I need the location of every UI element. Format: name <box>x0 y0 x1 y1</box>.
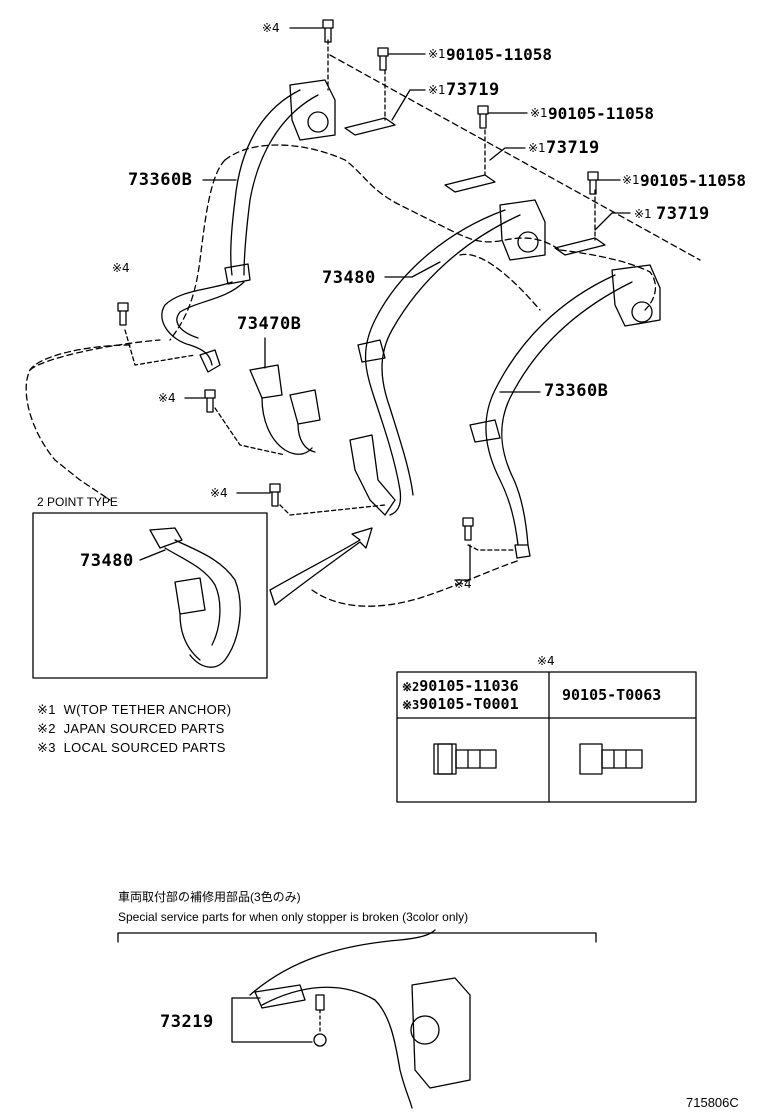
legend-item: ※1 W(TOP TETHER ANCHOR) <box>37 702 232 717</box>
callout-mark: ※4 <box>454 577 472 591</box>
table-cell: ※390105-T0001 <box>402 695 519 713</box>
part-number: 90105-11058 <box>640 171 746 190</box>
callout-mark: ※1 <box>528 141 546 155</box>
bolt <box>322 19 334 43</box>
direction-arrow <box>269 527 373 606</box>
belt-right <box>501 281 633 546</box>
buckle-assy <box>249 364 283 399</box>
service-bracket <box>117 932 597 943</box>
callout-mark: ※1 <box>530 106 548 120</box>
belt-right <box>485 274 616 546</box>
tether-anchor <box>554 237 606 256</box>
bolt <box>269 483 281 507</box>
part-number: 73719 <box>656 204 710 224</box>
bolt <box>117 302 129 326</box>
service-belt <box>261 986 413 1109</box>
tether-anchor <box>344 117 396 136</box>
belt-left-guide <box>224 263 251 285</box>
tether-anchor <box>444 174 496 193</box>
part-number: 73719 <box>446 80 500 100</box>
callout-mark: ※1 <box>622 173 640 187</box>
belt-right-anchor <box>514 544 531 559</box>
service-belt <box>249 929 436 996</box>
belt-left-anchor <box>199 349 221 373</box>
belt-left <box>161 281 233 366</box>
legend-item: ※2 JAPAN SOURCED PARTS <box>37 721 225 736</box>
part-number: 73719 <box>546 138 600 158</box>
callout-mark: ※4 <box>158 391 176 405</box>
callout-mark: ※1 <box>428 83 446 97</box>
belt-left <box>176 281 245 339</box>
belt-right-guide <box>469 419 501 443</box>
service-title-jp: 車両取付部の補修用部品(3色のみ) <box>118 890 301 904</box>
bolt <box>377 47 389 71</box>
retractor-right <box>611 264 661 327</box>
retractor-center <box>499 199 546 261</box>
table-cell: 90105-T0063 <box>562 686 662 704</box>
part-number: 90105-11058 <box>446 45 552 64</box>
center-buckle <box>349 434 396 516</box>
two-point-box <box>32 512 268 679</box>
callout-mark: ※4 <box>210 486 228 500</box>
part-number-belt-right: 73360B <box>544 381 609 401</box>
service-retractor <box>411 977 471 1089</box>
seat-outline <box>559 249 657 311</box>
seat-outline <box>29 339 161 371</box>
callout-mark: ※1 <box>634 207 652 221</box>
bolt-drawing-1 <box>433 743 497 775</box>
belt-center <box>364 209 506 516</box>
belt-center <box>381 214 521 496</box>
table-cell: ※290105-11036 <box>402 677 519 695</box>
belt-left <box>243 94 319 276</box>
legend-item: ※3 LOCAL SOURCED PARTS <box>37 740 226 755</box>
buckle-assy <box>297 423 316 453</box>
seat-outline <box>311 559 521 607</box>
callout-mark: ※1 <box>428 47 446 61</box>
part-number-belt-center: 73480 <box>322 268 376 288</box>
part-number: 90105-11058 <box>548 104 654 123</box>
bolt <box>477 105 489 129</box>
callout-mark: ※4 <box>112 261 130 275</box>
part-number-buckle: 73470B <box>237 314 302 334</box>
buckle-assy <box>289 389 321 425</box>
table-header-mark: ※4 <box>537 654 555 668</box>
belt-center-guide <box>357 339 386 363</box>
bolt <box>462 517 474 541</box>
bolt <box>204 389 216 413</box>
callout-mark: ※4 <box>262 21 280 35</box>
bolt-table <box>396 671 697 803</box>
service-part: 73219 <box>160 1012 214 1032</box>
stopper <box>313 1033 327 1047</box>
bolt-drawing-2 <box>579 743 643 775</box>
tether-guide <box>329 54 701 261</box>
figure-code: 715806C <box>686 1095 739 1110</box>
part-number-belt-left: 73360B <box>128 170 193 190</box>
bolt <box>587 171 599 195</box>
belt-left <box>230 89 301 276</box>
seat-outline <box>25 344 131 501</box>
retractor-left <box>289 79 336 141</box>
service-title-en: Special service parts for when only stop… <box>118 910 469 924</box>
two-point-part: 73480 <box>80 551 134 571</box>
seat-outline <box>224 144 561 251</box>
two-point-title: 2 POINT TYPE <box>37 495 118 509</box>
buckle-assy <box>261 397 313 455</box>
seat-outline <box>459 253 541 311</box>
